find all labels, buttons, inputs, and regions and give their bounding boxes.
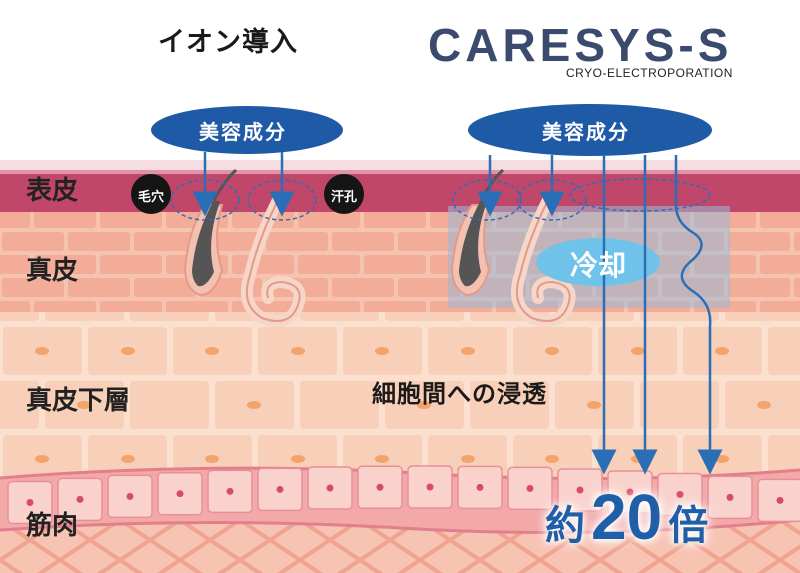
pore-label: 毛穴: [138, 190, 165, 205]
pore-label-circle: [131, 174, 171, 214]
epidermis-gradient: [0, 160, 800, 174]
sweat-label-circle: [324, 174, 364, 214]
layer-label-subdermis: 真皮下層: [26, 386, 131, 416]
multiplier-prefix: 約: [545, 503, 585, 549]
muscle-cell-nucleus: [426, 483, 434, 491]
hair-shaft-left: [192, 200, 220, 287]
muscle-cell-nucleus: [126, 492, 134, 500]
ingredient-label-right: 美容成分: [542, 120, 630, 144]
muscle-cells: [7, 465, 800, 525]
muscle-cell-nucleus: [326, 484, 334, 492]
multiplier-value: 20: [591, 481, 663, 553]
sweat-gland-right-outline: [516, 199, 571, 322]
multiplier-suffix: 倍: [668, 503, 709, 549]
penetration-label: 細胞間への浸透: [372, 380, 547, 408]
ingredient-bubble-left: [151, 106, 343, 154]
pore-ring-right: [452, 179, 522, 221]
cooling-label: 冷却: [570, 249, 627, 282]
muscle-cell-nucleus: [676, 491, 684, 499]
cooling-bubble: [536, 238, 660, 286]
epidermis-layer: [0, 170, 800, 212]
sweat-pore-label: 汗孔: [331, 190, 358, 205]
muscle-cell-nucleus: [76, 495, 84, 503]
muscle-cell-nucleus: [176, 490, 184, 498]
subdermis-layer: [0, 312, 800, 477]
muscle-cell-nucleus: [376, 483, 384, 491]
muscle-cell-nucleus: [26, 498, 34, 506]
layer-label-dermis: 真皮: [26, 256, 79, 286]
brand-logo-subtitle: CRYO-ELECTROPORATION: [566, 66, 733, 80]
hair-shaft-right: [459, 200, 487, 287]
ingredient-label-left: 美容成分: [199, 120, 287, 144]
left-title: イオン導入: [158, 27, 298, 58]
brand-logo: CARESYS-S: [428, 19, 733, 71]
muscle-cell-nucleus: [726, 493, 734, 501]
muscle-cell-nucleus: [776, 496, 784, 504]
muscle-cell-nucleus: [226, 487, 234, 495]
muscle-cell-nucleus: [576, 486, 584, 494]
arrow-right-wavy: [674, 155, 723, 475]
muscle-cell-nucleus: [526, 484, 534, 492]
diffusion-ring-right: [569, 178, 711, 212]
muscle-cell-nucleus: [276, 485, 284, 493]
muscle-cell-nucleus: [476, 483, 484, 491]
sweat-gland-left-outline: [246, 199, 301, 322]
ingredient-bubble-right: [468, 104, 712, 156]
layer-label-muscle: 筋肉: [26, 511, 79, 541]
muscle-band-edge-bottom: [0, 518, 800, 534]
layer-label-epidermis: 表皮: [26, 176, 79, 206]
muscle-cell-nucleus: [626, 488, 634, 496]
